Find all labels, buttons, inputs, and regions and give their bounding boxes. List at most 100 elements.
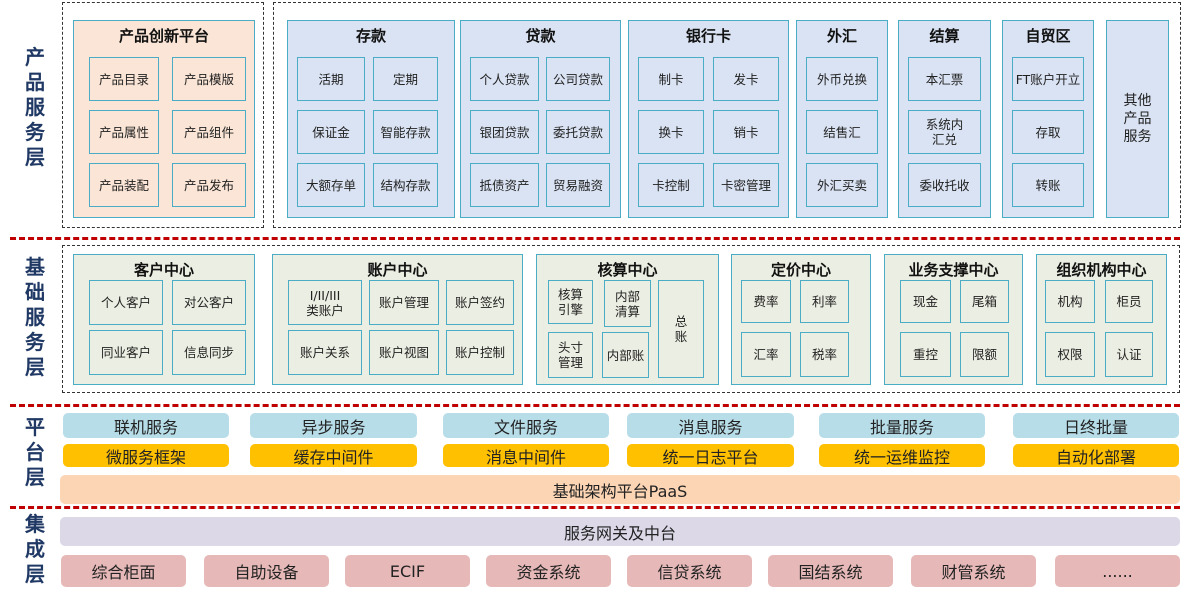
product-item: 产品组件 xyxy=(172,110,246,154)
base-panel: 核算中心 xyxy=(536,254,719,385)
product-item: 产品模版 xyxy=(172,57,246,101)
base-item: 费率 xyxy=(741,280,791,323)
product-item: 产品装配 xyxy=(89,163,159,207)
integration-system: 国结系统 xyxy=(768,555,893,587)
base-item: 对公客户 xyxy=(172,280,246,325)
panel-title: 核算中心 xyxy=(597,261,658,279)
product-panel: 产品创新平台 xyxy=(73,20,255,218)
product-item: 销卡 xyxy=(713,110,779,154)
platform-service: 批量服务 xyxy=(819,413,985,438)
other-products-panel: 其他 产品 服务 xyxy=(1106,20,1169,218)
base-container xyxy=(62,245,1180,393)
product-item: 制卡 xyxy=(638,57,704,101)
platform-middleware: 自动化部署 xyxy=(1013,444,1179,467)
integration-system: ECIF xyxy=(345,555,470,587)
integration-system: 财管系统 xyxy=(911,555,1036,587)
panel-title: 产品创新平台 xyxy=(118,27,209,45)
product-item: 委收托收 xyxy=(908,163,981,207)
base-item: 内部 清算 xyxy=(604,280,651,327)
base-item: 信息同步 xyxy=(172,330,246,375)
product-item: 存取 xyxy=(1012,110,1084,154)
base-item: 总 账 xyxy=(658,280,704,378)
platform-service: 日终批量 xyxy=(1013,413,1179,438)
base-item: 认证 xyxy=(1105,332,1153,377)
panel-title: 贷款 xyxy=(525,27,556,45)
base-item: 账户签约 xyxy=(446,280,514,325)
panel-title: 业务支撑中心 xyxy=(908,261,999,279)
paas-bar: 基础架构平台PaaS xyxy=(60,475,1180,504)
product-item: 产品目录 xyxy=(89,57,159,101)
product-container xyxy=(273,2,1181,228)
base-item: 汇率 xyxy=(741,332,791,377)
product-item: 公司贷款 xyxy=(546,57,610,101)
panel-title: 存款 xyxy=(355,27,386,45)
base-panel: 账户中心 xyxy=(272,254,523,385)
panel-title: 自贸区 xyxy=(1025,27,1071,45)
base-panel: 客户中心 xyxy=(73,254,255,385)
panel-title: 结算 xyxy=(929,27,960,45)
base-item: 尾箱 xyxy=(960,280,1009,323)
platform-middleware: 统一日志平台 xyxy=(627,444,794,467)
base-item: 个人客户 xyxy=(89,280,163,325)
base-item: 同业客户 xyxy=(89,330,163,375)
platform-service: 文件服务 xyxy=(443,413,609,438)
product-item: 产品发布 xyxy=(172,163,246,207)
platform-service: 消息服务 xyxy=(627,413,794,438)
product-item: 本汇票 xyxy=(908,57,981,101)
gateway-bar: 服务网关及中台 xyxy=(60,517,1180,546)
product-item: 产品属性 xyxy=(89,110,159,154)
base-item: 权限 xyxy=(1045,332,1095,377)
platform-middleware: 缓存中间件 xyxy=(250,444,417,467)
base-item: 现金 xyxy=(900,280,951,323)
integration-system: 信贷系统 xyxy=(627,555,752,587)
product-item: 定期 xyxy=(373,57,438,101)
layer-divider xyxy=(10,237,1180,240)
platform-middleware: 消息中间件 xyxy=(443,444,609,467)
product-item: 大额存单 xyxy=(297,163,365,207)
product-item: 贸易融资 xyxy=(546,163,610,207)
product-item: 卡密管理 xyxy=(713,163,779,207)
layer-label-product: 产品服务层 xyxy=(25,45,45,169)
integration-system: 资金系统 xyxy=(486,555,611,587)
panel-title: 定价中心 xyxy=(770,261,831,279)
panel-title: 组织机构中心 xyxy=(1056,261,1147,279)
product-item: FT账户开立 xyxy=(1012,57,1084,101)
panel-title: 银行卡 xyxy=(685,27,731,45)
base-panel: 组织机构中心 xyxy=(1036,254,1167,385)
base-item: 柜员 xyxy=(1105,280,1153,323)
product-item: 银团贷款 xyxy=(470,110,539,154)
layer-label-base: 基础服务层 xyxy=(25,255,45,379)
platform-service: 异步服务 xyxy=(250,413,417,438)
base-item: 核算 引擎 xyxy=(548,280,593,324)
base-item: 限额 xyxy=(960,332,1009,377)
layer-divider xyxy=(10,404,1180,407)
panel-title: 账户中心 xyxy=(367,261,428,279)
product-item: 转账 xyxy=(1012,163,1084,207)
base-item: 账户控制 xyxy=(446,330,514,375)
product-item: 抵债资产 xyxy=(470,163,539,207)
product-item: 保证金 xyxy=(297,110,365,154)
product-item: 结构存款 xyxy=(373,163,438,207)
product-panel: 银行卡 xyxy=(628,20,789,218)
base-item: 头寸 管理 xyxy=(548,332,593,378)
base-item: 内部账 xyxy=(602,332,649,378)
product-panel: 自贸区 xyxy=(1002,20,1094,218)
product-item: 外币兑换 xyxy=(806,57,878,101)
base-item: 机构 xyxy=(1045,280,1095,323)
platform-service: 联机服务 xyxy=(63,413,229,438)
product-item: 委托贷款 xyxy=(546,110,610,154)
product-panel: 存款 xyxy=(287,20,455,218)
product-item: 系统内 汇兑 xyxy=(908,110,981,154)
layer-divider xyxy=(10,506,1180,509)
platform-middleware: 统一运维监控 xyxy=(819,444,985,467)
integration-system: ...... xyxy=(1055,555,1180,587)
base-item: I/II/III 类账户 xyxy=(288,280,362,325)
base-item: 账户关系 xyxy=(288,330,362,375)
product-panel: 结算 xyxy=(898,20,991,218)
base-item: 账户管理 xyxy=(369,280,439,325)
product-item: 外汇买卖 xyxy=(806,163,878,207)
platform-middleware: 微服务框架 xyxy=(63,444,229,467)
base-panel: 业务支撑中心 xyxy=(884,254,1023,385)
product-item: 个人贷款 xyxy=(470,57,539,101)
